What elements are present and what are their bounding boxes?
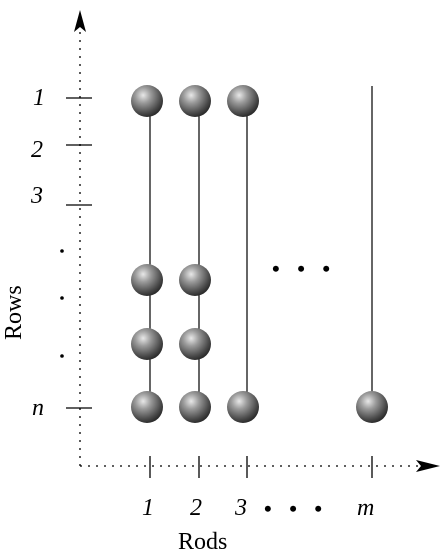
bead [131,85,163,117]
row-label-n: n [32,395,44,421]
y-axis-arrow [74,10,86,32]
row-dot [60,296,64,300]
rod-label-m: m [357,495,375,521]
bead [131,391,163,423]
x-axis-arrow [416,460,440,472]
bead [179,391,211,423]
rod-label-1: 1 [142,495,154,521]
y-axis-title: Rows [1,285,27,340]
bead [131,264,163,296]
rod-label-2: 2 [190,495,202,521]
row-dot [60,249,64,253]
bead [227,391,259,423]
rod-ellipsis: • • • [264,496,329,521]
ellipsis: • • • [272,256,337,281]
row-label-1: 1 [33,85,45,111]
x-axis-title: Rods [178,529,228,555]
bead [131,328,163,360]
rod-label-3: 3 [235,495,247,521]
row-label-2: 2 [31,137,43,163]
row-label-3: 3 [31,183,43,209]
row-dot [60,354,64,358]
beads [131,85,388,423]
bead [356,391,388,423]
bead [227,85,259,117]
bead [179,264,211,296]
bead [179,85,211,117]
bead [179,328,211,360]
